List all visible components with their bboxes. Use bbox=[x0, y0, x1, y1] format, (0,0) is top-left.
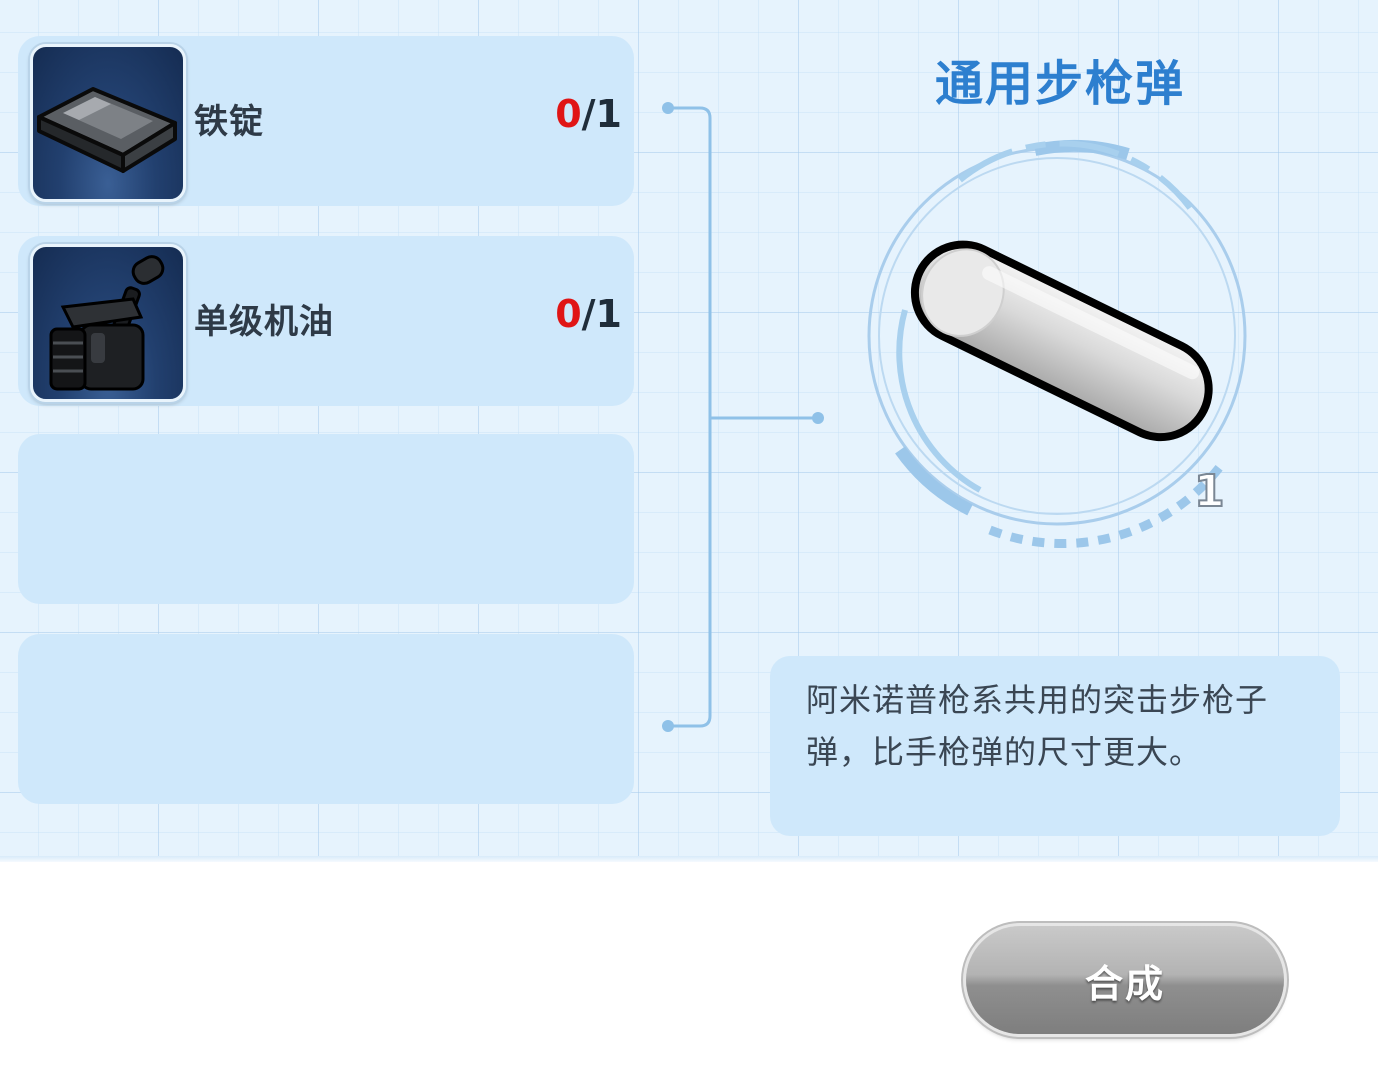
need-count: /1 bbox=[581, 292, 622, 336]
empty-ingredient-slot-4 bbox=[18, 634, 634, 804]
panel-bottom-edge bbox=[0, 856, 1378, 864]
description-box: 阿米诺普枪系共用的突击步枪子弹，比手枪弹的尺寸更大。 bbox=[770, 656, 1340, 836]
ingredient-count: 0/1 bbox=[555, 292, 622, 336]
rifle-bullet-icon[interactable] bbox=[860, 130, 1260, 560]
need-count: /1 bbox=[581, 92, 622, 136]
recipe-connector-lines bbox=[662, 102, 824, 732]
ingredient-name: 铁锭 bbox=[194, 102, 264, 142]
ingredient-name: 单级机油 bbox=[194, 302, 334, 342]
empty-ingredient-slot-3 bbox=[18, 434, 634, 604]
ingredient-count: 0/1 bbox=[555, 92, 622, 136]
craft-button[interactable]: 合成 bbox=[966, 926, 1284, 1034]
craft-button-label: 合成 bbox=[1084, 961, 1165, 1006]
ingredient-slot-2[interactable]: 单级机油 0/1 bbox=[18, 236, 634, 406]
oil-can-icon bbox=[30, 244, 186, 402]
have-count: 0 bbox=[555, 92, 582, 136]
ingredient-slot-1[interactable]: 铁锭 0/1 bbox=[18, 36, 634, 206]
result-title: 通用步枪弹 bbox=[934, 56, 1185, 112]
result-description: 阿米诺普枪系共用的突击步枪子弹，比手枪弹的尺寸更大。 bbox=[806, 681, 1269, 771]
have-count: 0 bbox=[555, 292, 582, 336]
result-quantity: 1 bbox=[1193, 465, 1226, 518]
iron-ingot-icon bbox=[30, 44, 186, 202]
